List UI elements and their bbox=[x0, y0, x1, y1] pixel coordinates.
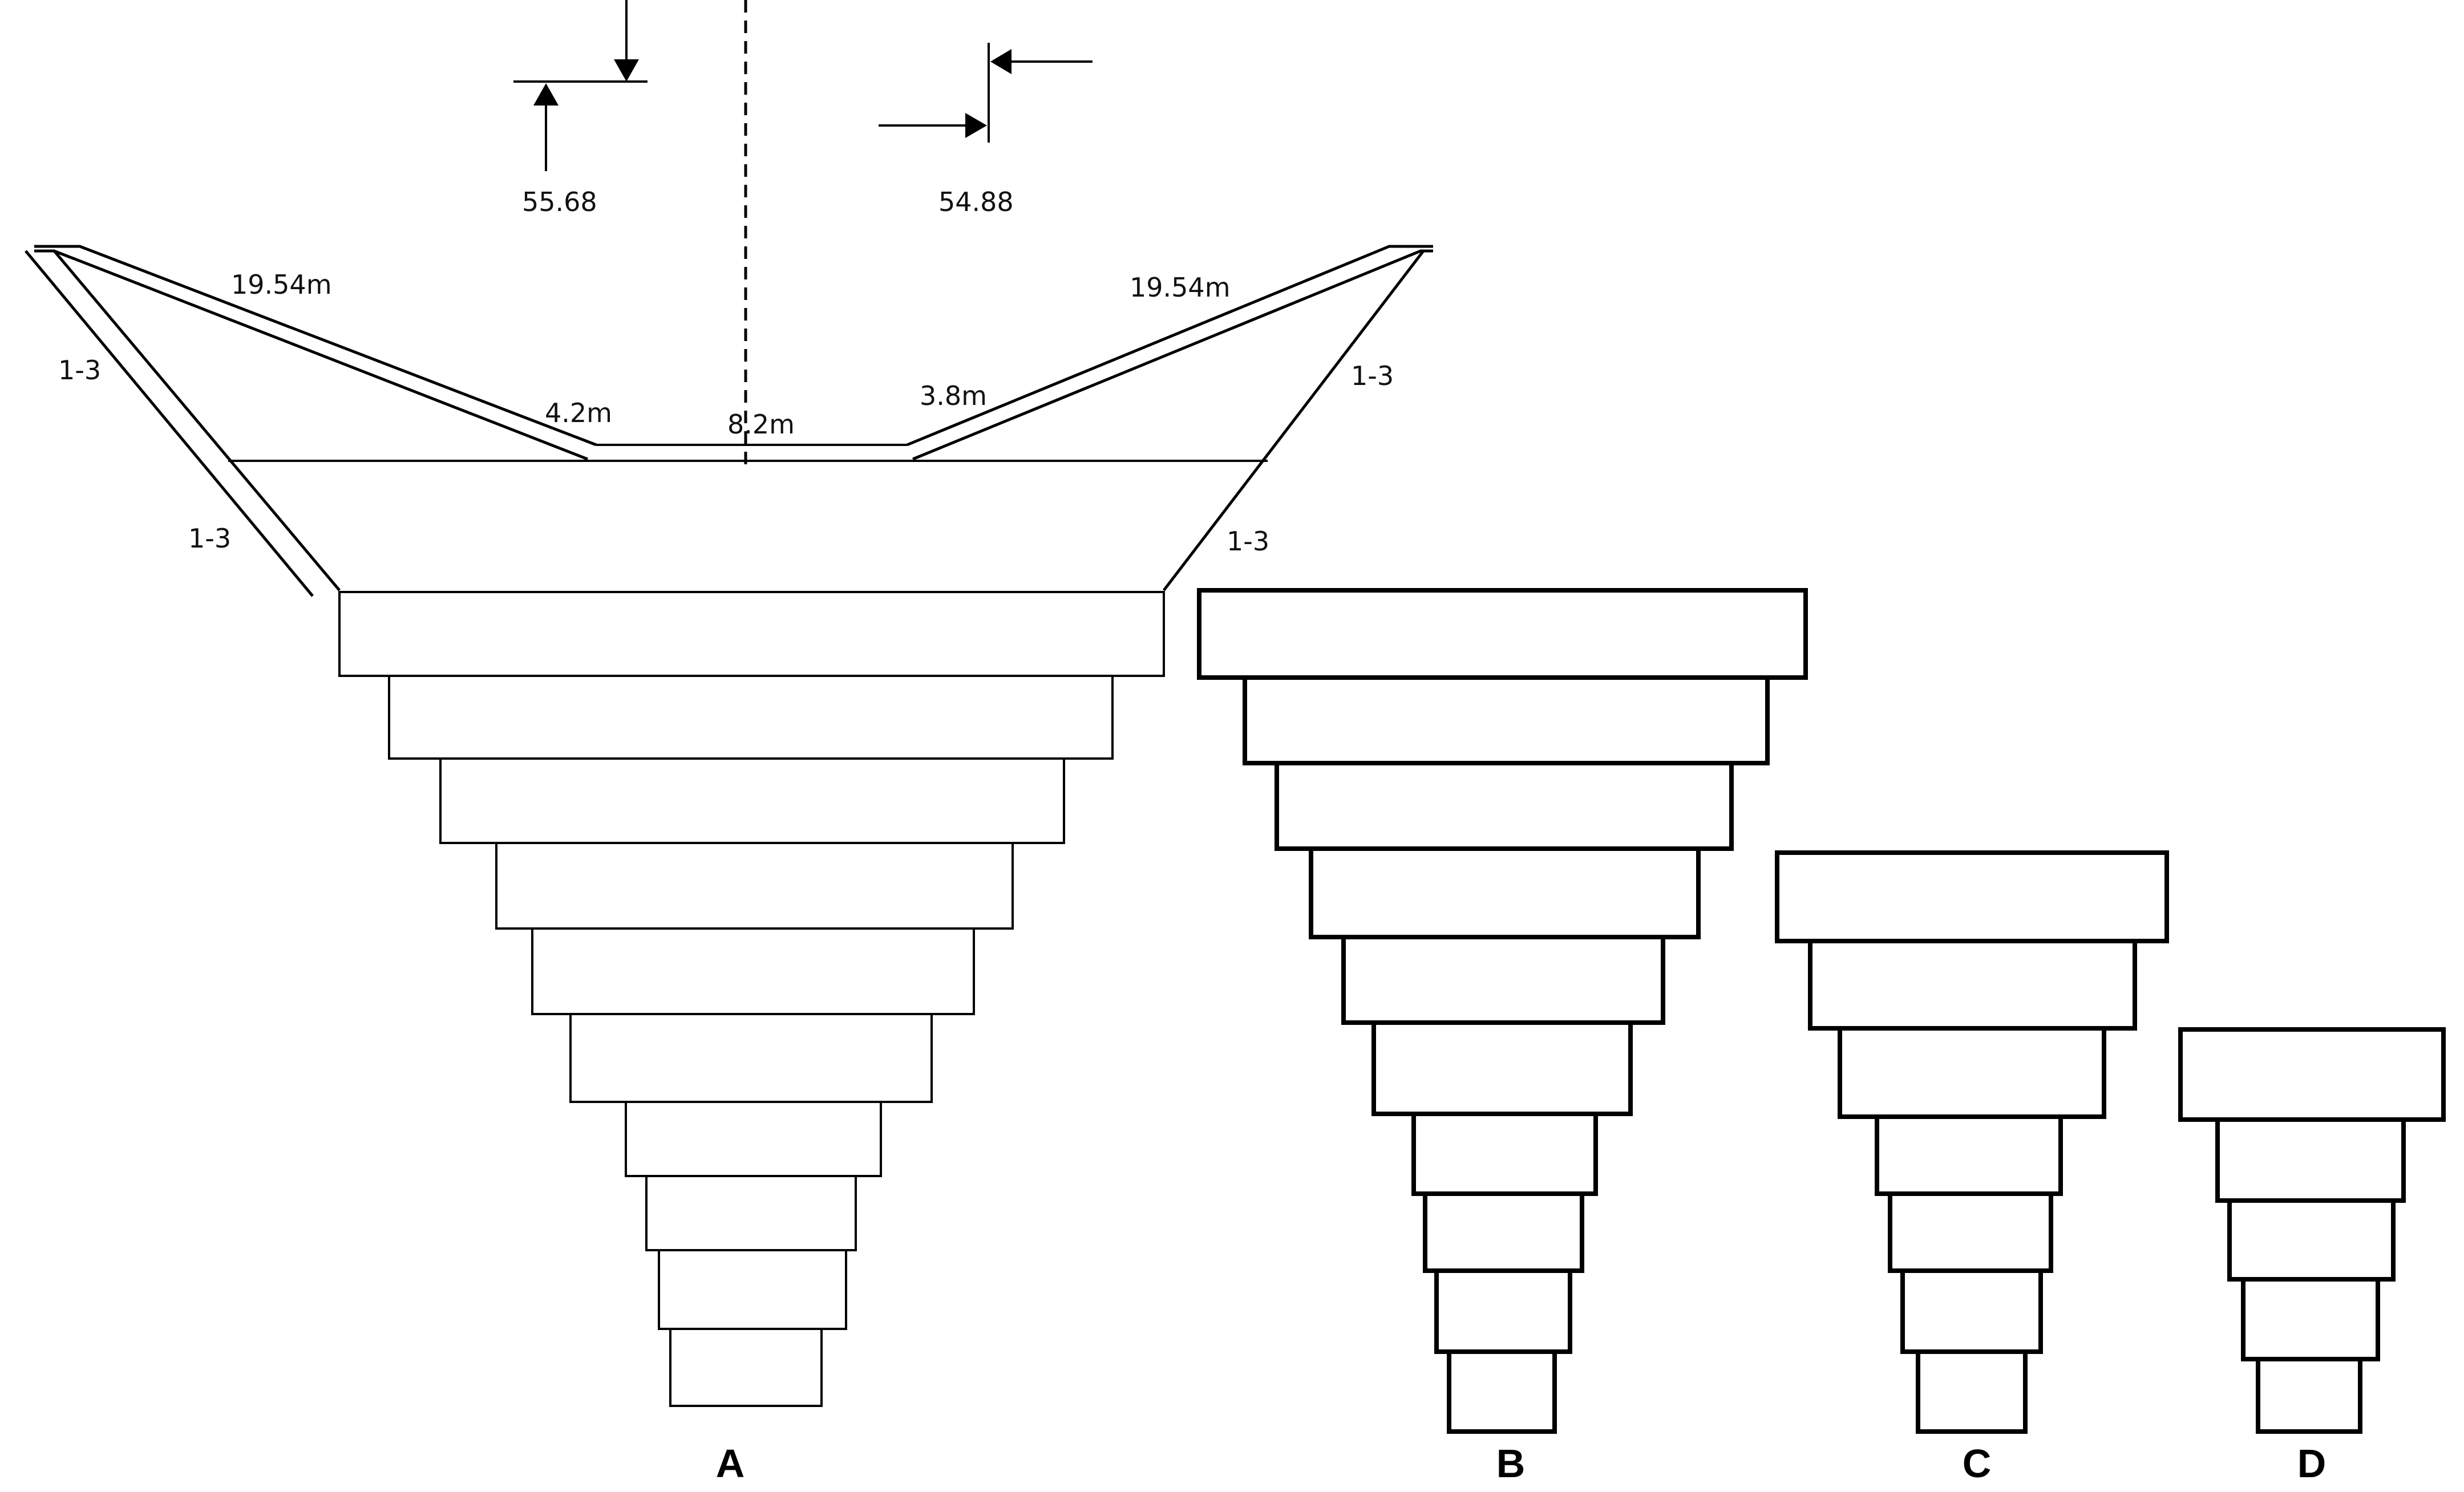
stack-B-step-2 bbox=[1243, 675, 1770, 765]
stack-D-step-1 bbox=[2178, 1027, 2446, 1122]
dam-upper-section bbox=[25, 245, 1433, 597]
stack-A bbox=[338, 591, 1165, 1407]
panel-label-C: C bbox=[1963, 1441, 1992, 1486]
stack-D-step-3 bbox=[2227, 1198, 2396, 1282]
stack-B-step-3 bbox=[1275, 761, 1734, 851]
stack-C-step-6 bbox=[1900, 1268, 2043, 1354]
stack-B-step-4 bbox=[1309, 846, 1701, 939]
stack-C-step-5 bbox=[1888, 1191, 2053, 1273]
stack-B-step-7 bbox=[1411, 1112, 1598, 1196]
elevation-right-label: 54.88 bbox=[938, 186, 1014, 217]
stack-B-step-10 bbox=[1447, 1349, 1557, 1434]
stack-B-step-1 bbox=[1197, 588, 1808, 680]
stack-B-step-5 bbox=[1341, 935, 1665, 1025]
elevation-left-label: 55.68 bbox=[522, 186, 597, 217]
berm-right-label: 3.8m bbox=[920, 380, 987, 411]
panel-label-A: A bbox=[716, 1441, 745, 1486]
stack-A-step-3 bbox=[439, 757, 1065, 844]
stack-A-step-7 bbox=[625, 1101, 882, 1177]
slope-length-left-label: 19.54m bbox=[231, 269, 332, 300]
panel-label-D: D bbox=[2297, 1441, 2327, 1486]
stack-B bbox=[1197, 588, 1808, 1434]
right-elevation-marker bbox=[879, 43, 1093, 143]
stack-B-step-6 bbox=[1371, 1020, 1633, 1116]
slope-length-right-label: 19.54m bbox=[1130, 272, 1231, 303]
slope-lower-left-label: 1-3 bbox=[188, 523, 231, 554]
stack-A-step-9 bbox=[658, 1249, 847, 1330]
stack-C-step-7 bbox=[1916, 1349, 2028, 1434]
slope-upper-left-label: 1-3 bbox=[58, 355, 101, 386]
stack-C-step-4 bbox=[1875, 1114, 2063, 1196]
stack-C-step-3 bbox=[1838, 1026, 2106, 1119]
stack-C bbox=[1775, 850, 2169, 1434]
stack-A-step-2 bbox=[388, 675, 1114, 760]
stack-D bbox=[2178, 1027, 2446, 1434]
stack-A-step-5 bbox=[531, 927, 975, 1015]
stack-A-step-6 bbox=[569, 1013, 933, 1103]
berm-left-label: 4.2m bbox=[545, 398, 612, 428]
crest-width-label: 8.2m bbox=[727, 409, 795, 440]
stack-A-step-1 bbox=[338, 591, 1165, 677]
panel-label-B: B bbox=[1496, 1441, 1526, 1486]
stack-C-step-1 bbox=[1775, 850, 2169, 943]
stack-A-step-10 bbox=[669, 1328, 823, 1407]
stack-D-step-2 bbox=[2215, 1117, 2406, 1203]
stack-C-step-2 bbox=[1808, 939, 2137, 1031]
slope-lower-right-label: 1-3 bbox=[1227, 526, 1269, 557]
stack-D-step-5 bbox=[2256, 1357, 2362, 1434]
stack-A-step-8 bbox=[645, 1175, 857, 1251]
left-elevation-marker bbox=[513, 0, 648, 171]
stack-B-step-9 bbox=[1434, 1268, 1572, 1354]
slope-upper-right-label: 1-3 bbox=[1351, 360, 1394, 391]
stack-A-step-4 bbox=[495, 842, 1014, 930]
stack-D-step-4 bbox=[2241, 1277, 2380, 1361]
stack-B-step-8 bbox=[1423, 1191, 1584, 1273]
